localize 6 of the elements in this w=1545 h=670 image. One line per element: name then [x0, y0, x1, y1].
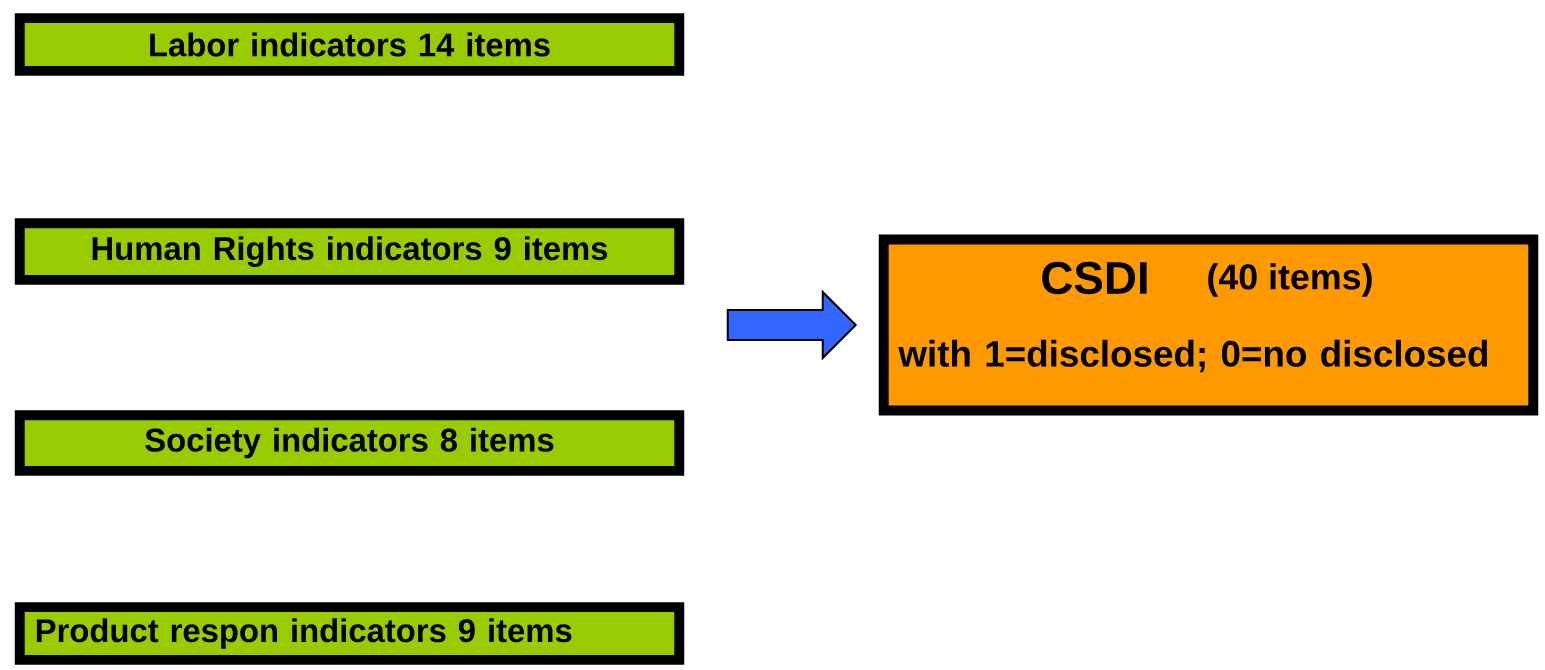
indicator-box: Human Rights indicators 9 items — [14, 218, 685, 285]
indicator-box: Society indicators 8 items — [14, 410, 685, 476]
indicator-box: Product respon indicators 9 items — [14, 602, 685, 665]
result-box: CSDI (40 items) with 1=disclosed; 0=no disclosed — [878, 234, 1539, 416]
block-arrow — [726, 289, 858, 361]
indicator-box: Labor indicators 14 items — [14, 13, 685, 76]
